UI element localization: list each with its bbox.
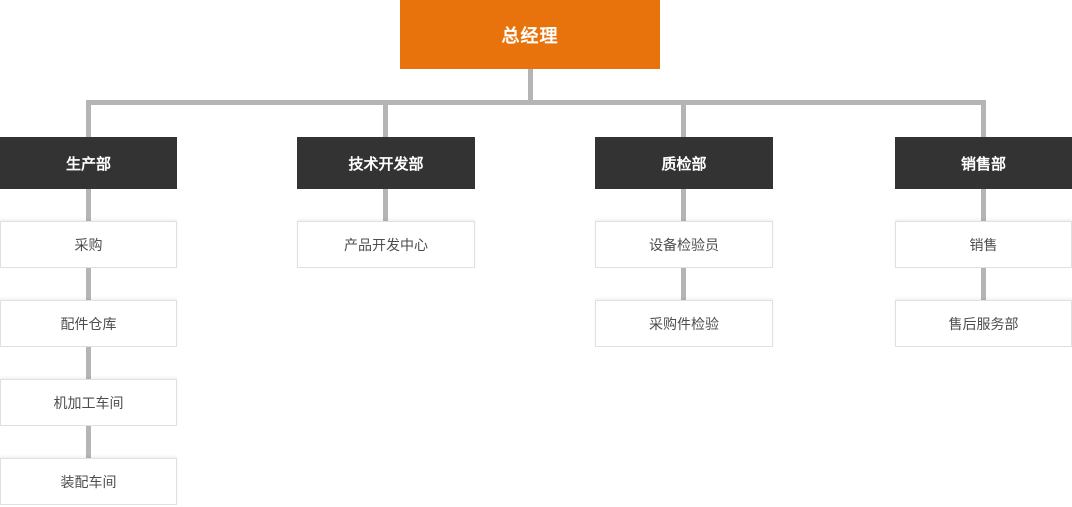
dept-sales: 销售部 [895, 137, 1072, 189]
connector-line [681, 268, 686, 300]
connector-horizontal-line [86, 100, 986, 105]
node-assembly-workshop: 装配车间 [0, 458, 177, 505]
node-purchased-parts-inspection: 采购件检验 [595, 300, 773, 347]
connector-line [86, 268, 91, 300]
dept-production: 生产部 [0, 137, 177, 189]
connector-line [86, 347, 91, 379]
connector-quality-stub [681, 100, 686, 137]
node-parts-warehouse: 配件仓库 [0, 300, 177, 347]
node-product-development-center: 产品开发中心 [297, 221, 475, 268]
connector-line [383, 189, 388, 221]
connector-production-stub [86, 100, 91, 137]
connector-line [981, 189, 986, 221]
dept-technical-development: 技术开发部 [297, 137, 475, 189]
connector-line [981, 268, 986, 300]
node-general-manager: 总经理 [400, 0, 660, 69]
connector-root-stub [528, 69, 533, 102]
dept-quality-inspection: 质检部 [595, 137, 773, 189]
node-purchasing: 采购 [0, 221, 177, 268]
node-sales: 销售 [895, 221, 1072, 268]
connector-line [86, 189, 91, 221]
node-machining-workshop: 机加工车间 [0, 379, 177, 426]
connector-sales-stub [981, 100, 986, 137]
node-equipment-inspector: 设备检验员 [595, 221, 773, 268]
connector-tech-dev-stub [383, 100, 388, 137]
node-after-sales-service: 售后服务部 [895, 300, 1072, 347]
connector-line [681, 189, 686, 221]
connector-line [86, 426, 91, 458]
